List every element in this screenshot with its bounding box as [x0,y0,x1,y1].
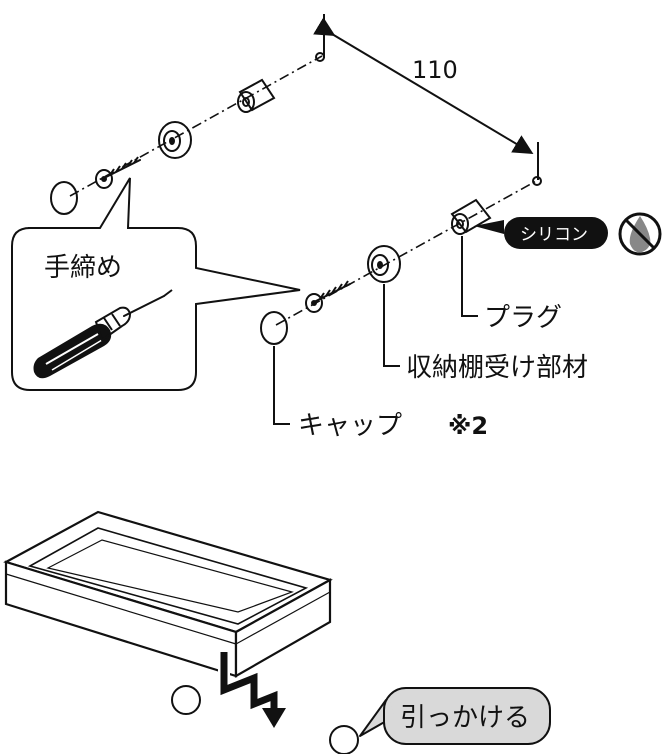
plug-label: プラグ [484,303,562,333]
cap-part-upper [50,181,78,215]
bracket-ring-lower [367,245,401,283]
dimension-indicator: 110 [313,14,539,180]
hand-tighten-label: 手締め [44,253,122,283]
cap-part-bottom-left [171,685,201,715]
plug-part-lower [450,198,492,235]
silicone-badge-label: シリコン [520,225,588,245]
plug-part-upper [237,78,276,113]
screw-lower [305,280,351,313]
hook-on-label: 引っかける [400,703,530,733]
silicone-indicator: シリコン [474,217,608,249]
hook-on-bubble: 引っかける [359,687,551,745]
hook-motion-arrow [218,652,286,728]
cap-part-bottom-right [329,725,359,754]
part-labels: プラグ 収納棚受け部材 キャップ ※2 [273,236,588,441]
shelf-tray [3,510,333,678]
shelf-bracket-label: 収納棚受け部材 [406,353,588,383]
hand-tighten-callout: 手締め [11,177,301,391]
cap-part-lower [260,311,288,345]
cap-note: ※2 [448,412,488,440]
upper-assembly [50,52,325,215]
lower-assembly: シリコン [260,176,662,345]
bracket-ring-upper [158,121,192,159]
dimension-value: 110 [412,56,458,84]
no-water-icon [618,212,662,256]
screw-upper [95,156,141,189]
screwdriver-icon [33,289,173,379]
cap-label: キャップ [298,411,402,441]
